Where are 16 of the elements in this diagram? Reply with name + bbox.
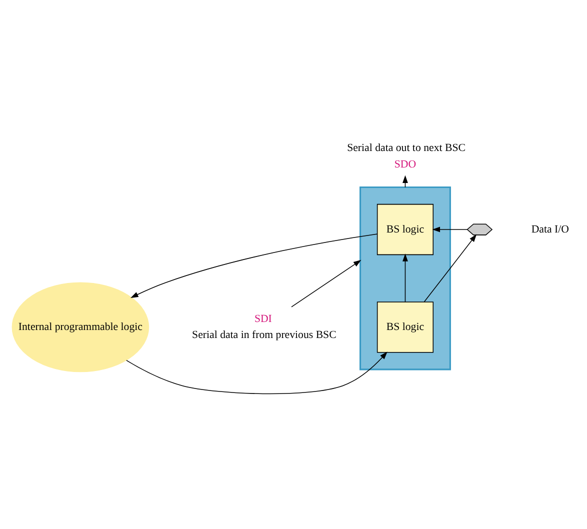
node-text: SDO xyxy=(394,158,416,170)
node-label: Serial data in from previous BSC xyxy=(192,328,336,341)
arrow xyxy=(432,226,468,232)
arrow xyxy=(291,259,362,307)
node-box: BS logic xyxy=(376,203,434,255)
node-label: Data I/O xyxy=(531,222,570,235)
arrow xyxy=(126,351,388,394)
node-label: Serial data out to next BSC xyxy=(347,141,466,154)
arrow xyxy=(130,233,378,298)
node-text: SDI xyxy=(254,312,272,324)
cluster xyxy=(360,186,451,370)
node-box: BS logic xyxy=(376,301,434,352)
arrow xyxy=(424,234,477,302)
node-ellipse: Internal programmable logic xyxy=(12,282,150,372)
node-hexagon xyxy=(466,223,493,235)
arrow xyxy=(402,253,408,302)
